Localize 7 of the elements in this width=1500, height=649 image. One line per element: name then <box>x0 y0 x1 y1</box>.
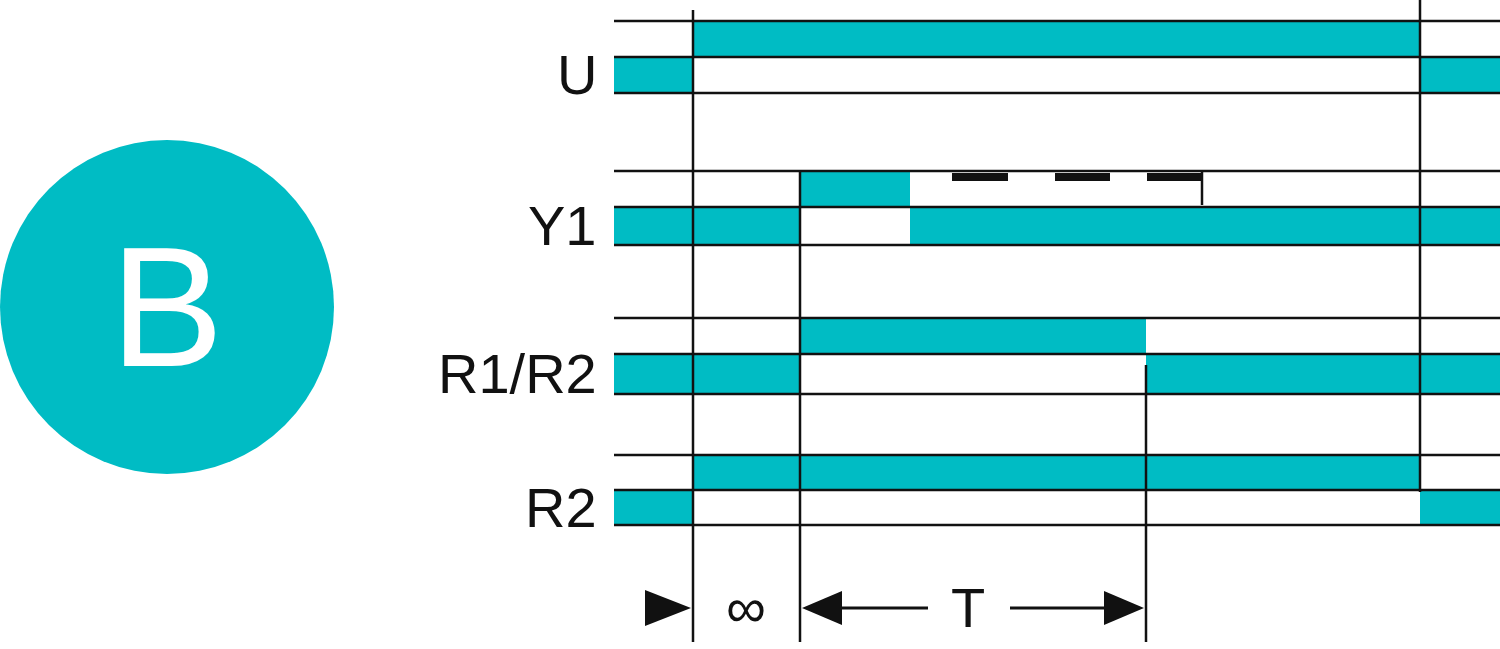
signal-label: U <box>557 47 598 103</box>
signal-label: Y1 <box>528 198 597 254</box>
time-label: ∞ <box>726 580 766 636</box>
badge-letter: B <box>110 222 224 392</box>
signal-label: R2 <box>525 480 597 536</box>
signal-label: R1/R2 <box>438 346 597 402</box>
time-label: T <box>951 580 986 636</box>
